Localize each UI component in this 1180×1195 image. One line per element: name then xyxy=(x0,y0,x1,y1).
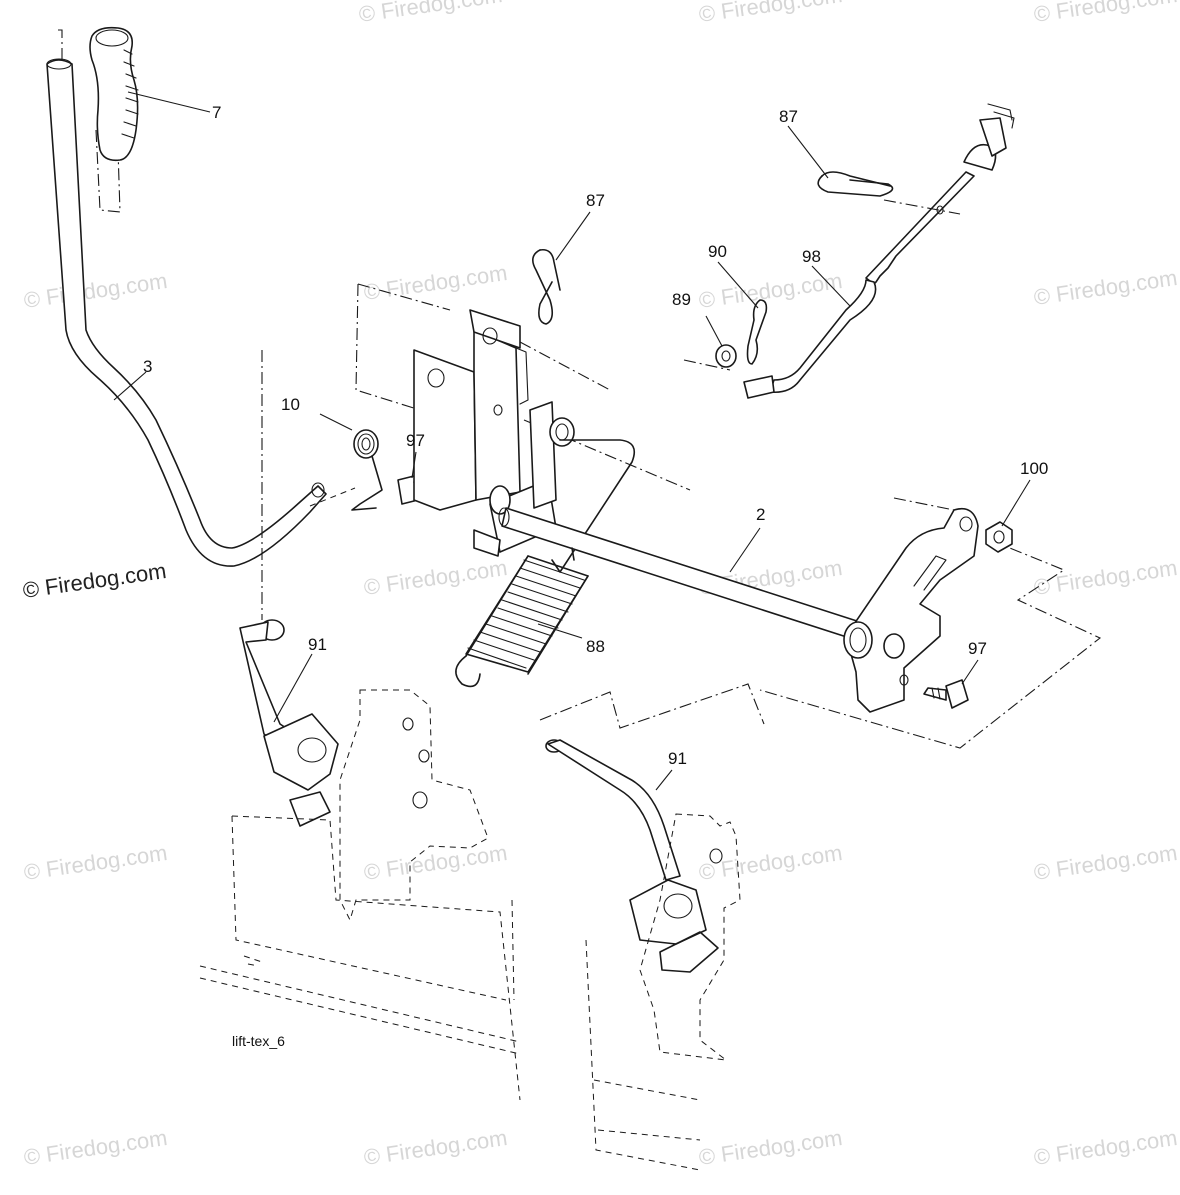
callout-100: 100 xyxy=(1020,459,1048,478)
deck-hanger-left xyxy=(339,689,489,922)
watermark-primary: © Firedog.com xyxy=(21,558,168,603)
callout-89: 89 xyxy=(672,290,691,309)
deck-hanger-right xyxy=(639,813,741,1061)
watermark-text: © Firedog.com xyxy=(697,1125,844,1170)
watermark-text: © Firedog.com xyxy=(362,1125,509,1170)
callout-91-right: 91 xyxy=(668,749,687,768)
watermark-text: © Firedog.com xyxy=(1032,555,1179,600)
callout-97-upper: 97 xyxy=(406,431,425,450)
watermark-text: © Firedog.com xyxy=(1032,1125,1179,1170)
watermark-text: © Firedog.com xyxy=(1032,265,1179,310)
watermark-text: © Firedog.com xyxy=(22,268,169,313)
watermark-text: © Firedog.com xyxy=(1032,840,1179,885)
callout-10: 10 xyxy=(281,395,300,414)
watermark-text: © Firedog.com xyxy=(697,268,844,313)
part-90-clip xyxy=(746,299,768,365)
watermark-text: © Firedog.com xyxy=(22,840,169,885)
part-89-washer xyxy=(715,344,737,368)
callout-labels: 7 3 10 97 87 87 90 98 89 2 100 88 91 91 … xyxy=(143,103,1048,768)
diagram-caption: lift-tex_6 xyxy=(232,1033,285,1049)
watermark-text: © Firedog.com xyxy=(362,260,509,305)
callout-98: 98 xyxy=(802,247,821,266)
callout-97-lower: 97 xyxy=(968,639,987,658)
callout-90: 90 xyxy=(708,242,727,261)
callout-88: 88 xyxy=(586,637,605,656)
part-87-hairpin-center xyxy=(532,248,561,325)
callout-87-center: 87 xyxy=(586,191,605,210)
part-91-link-left xyxy=(239,350,339,827)
callout-3: 3 xyxy=(143,357,152,376)
part-7-handle-grip xyxy=(58,26,139,213)
watermark-text: © Firedog.com xyxy=(22,1125,169,1170)
watermark-text: © Firedog.com xyxy=(1032,0,1179,27)
watermark-text: © Firedog.com xyxy=(697,0,844,27)
watermark-text: © Firedog.com xyxy=(357,0,504,27)
part-88-extension-spring xyxy=(455,547,589,688)
part-10-spring xyxy=(351,429,383,511)
part-97-bolt-lower xyxy=(923,679,969,709)
mower-deck-outline xyxy=(199,815,701,1171)
part-98-lift-rod xyxy=(683,103,1015,399)
callout-91-left: 91 xyxy=(308,635,327,654)
part-3-lift-lever xyxy=(46,58,356,567)
part-100-nut xyxy=(985,521,1013,553)
center-bracket xyxy=(355,283,691,511)
right-lift-arm xyxy=(759,497,1102,749)
leader-lines xyxy=(113,91,1031,791)
watermark-text: © Firedog.com xyxy=(362,840,509,885)
part-87-hairpin-upper xyxy=(817,171,894,197)
callout-87-upper: 87 xyxy=(779,107,798,126)
watermark-layer: © Firedog.com © Firedog.com © Firedog.co… xyxy=(21,0,1179,1170)
callout-2: 2 xyxy=(756,505,765,524)
callout-7: 7 xyxy=(212,103,221,122)
watermark-text: © Firedog.com xyxy=(362,555,509,600)
